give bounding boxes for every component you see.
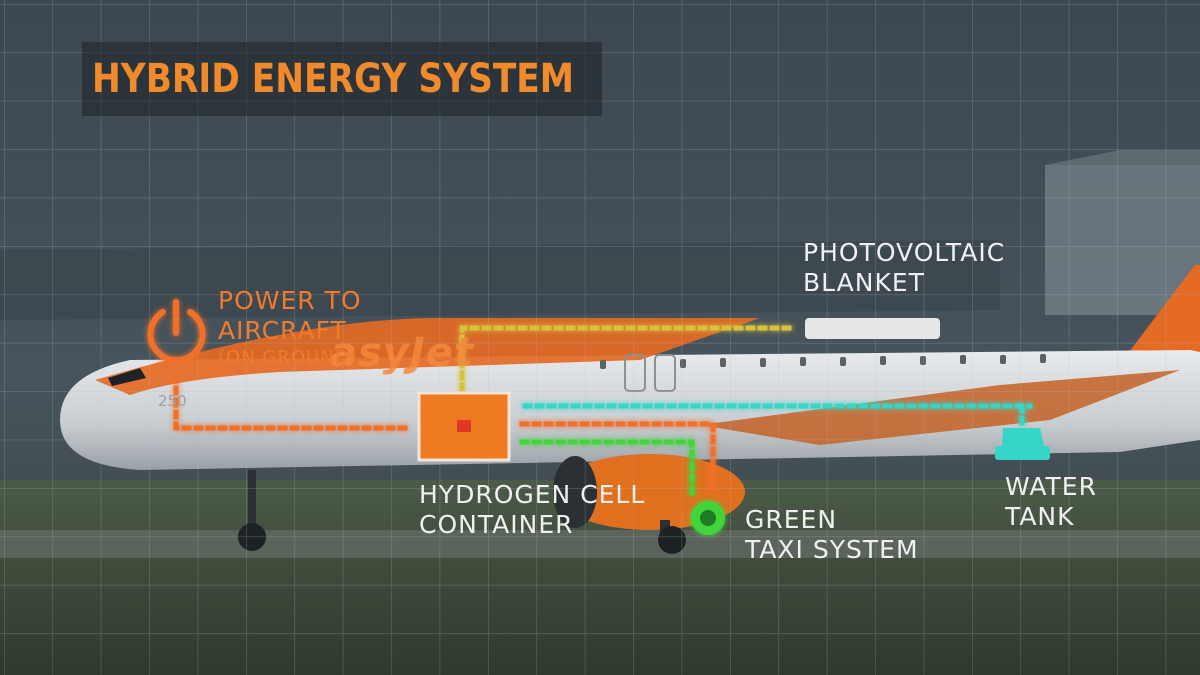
aircraft-brand-text: asyJet xyxy=(330,330,475,376)
solar-panel-icon xyxy=(805,318,940,339)
power-icon xyxy=(147,299,206,364)
green-taxi-label: GREEN TAXI SYSTEM xyxy=(745,505,919,564)
power-label: POWER TO AIRCRAFT (ON GROUND) xyxy=(218,286,362,368)
hydrogen-container-icon xyxy=(417,391,511,462)
title-backdrop xyxy=(82,42,602,116)
hydrogen-label: HYDROGEN CELL CONTAINER xyxy=(419,480,646,539)
photovoltaic-line xyxy=(459,325,798,393)
green-dot-icon xyxy=(691,501,725,535)
power-line xyxy=(173,373,413,431)
diagram-title: HYBRID ENERGY SYSTEM xyxy=(92,56,575,102)
hydrogen-output-line xyxy=(519,421,716,491)
green-taxi-line xyxy=(519,439,695,503)
water-tank-icon xyxy=(995,428,1050,460)
photovoltaic-label: PHOTOVOLTAIC BLANKET xyxy=(803,238,1006,297)
water-tank-label: WATER TANK xyxy=(1005,472,1097,531)
aircraft-registration-text: 250 xyxy=(158,392,187,410)
